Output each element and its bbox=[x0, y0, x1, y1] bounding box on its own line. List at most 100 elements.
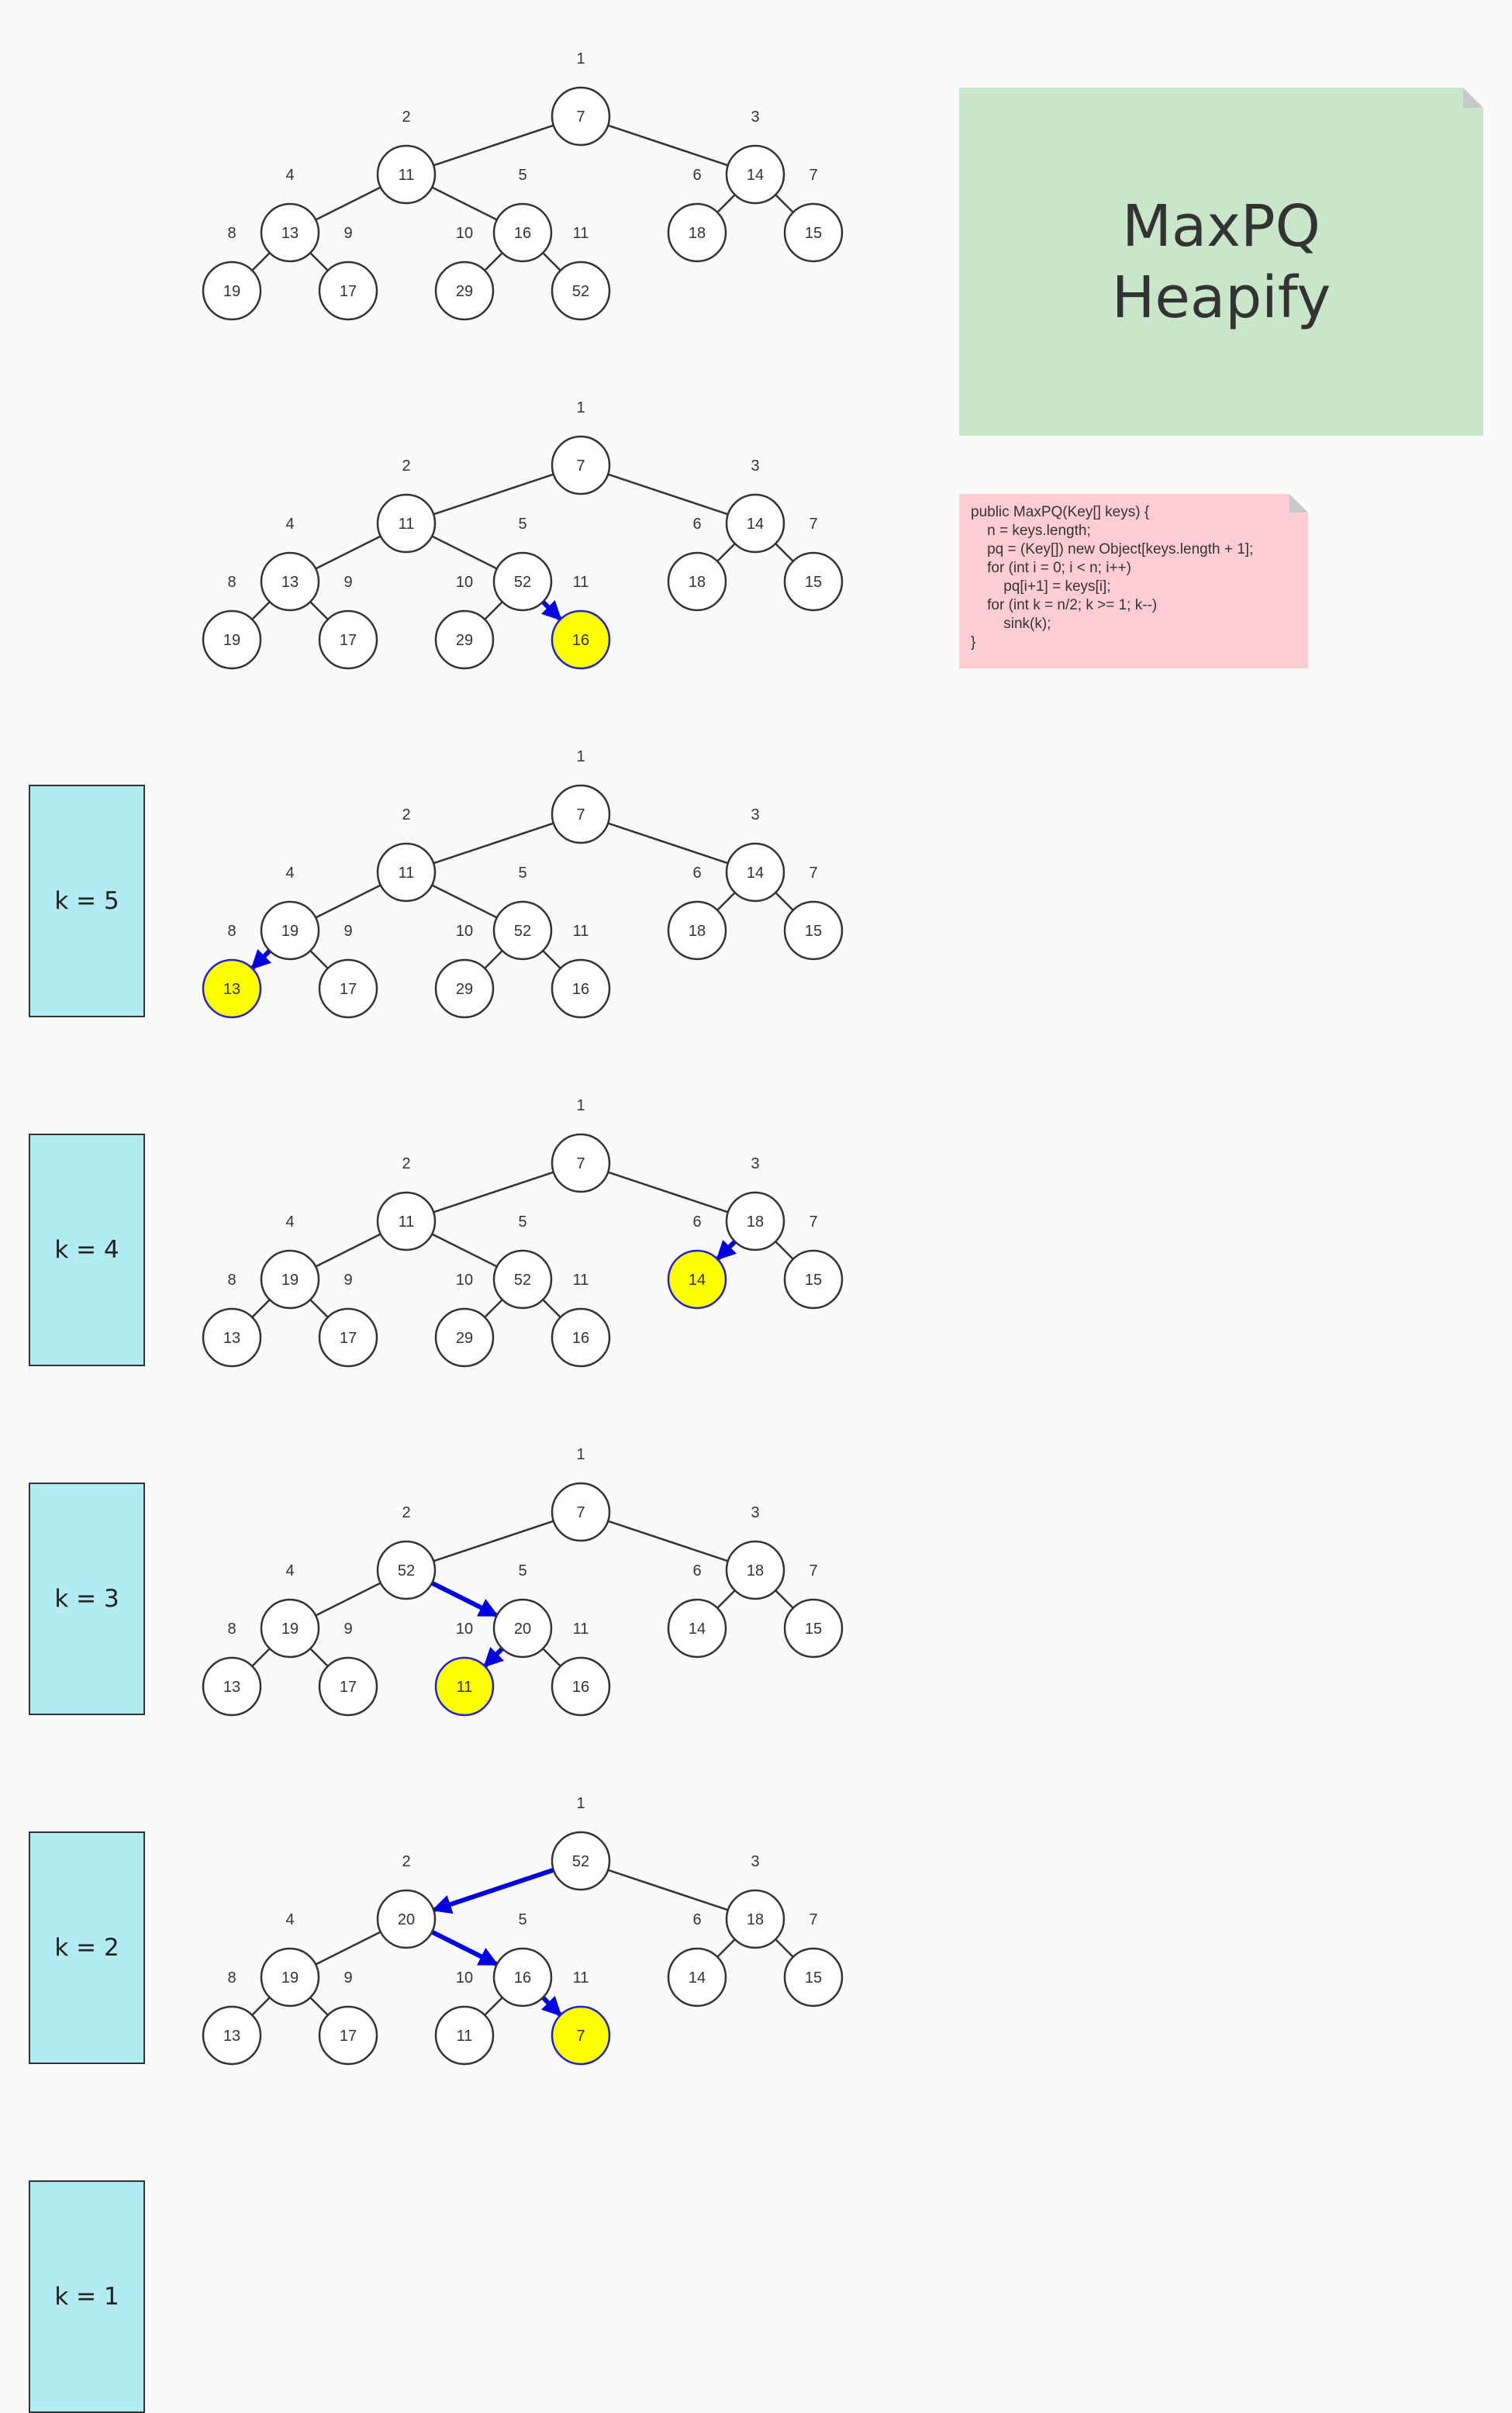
tree-edge bbox=[607, 473, 729, 516]
tree-edge bbox=[484, 1299, 503, 1318]
title-line-1: MaxPQ bbox=[1122, 192, 1320, 260]
index-label: 9 bbox=[343, 1621, 352, 1638]
index-label: 1 bbox=[576, 1097, 585, 1114]
node-value: 29 bbox=[456, 632, 473, 649]
index-label: 11 bbox=[573, 923, 589, 940]
heap-node bbox=[202, 609, 262, 670]
index-label: 4 bbox=[285, 1911, 294, 1928]
index-label: 11 bbox=[573, 1621, 589, 1638]
heap-node bbox=[260, 1598, 320, 1659]
index-label: 10 bbox=[456, 1621, 473, 1638]
swap-arrow bbox=[716, 1239, 737, 1261]
node-value: 29 bbox=[456, 981, 473, 998]
heap-node bbox=[260, 1249, 320, 1310]
tree-edge bbox=[251, 1648, 271, 1667]
highlighted-node bbox=[551, 609, 611, 670]
heap-node bbox=[783, 1249, 844, 1310]
index-label: 1 bbox=[576, 1446, 585, 1463]
node-value: 17 bbox=[340, 1330, 357, 1347]
tree-edge bbox=[309, 950, 329, 969]
heap-node bbox=[492, 1598, 553, 1659]
node-value: 15 bbox=[805, 1969, 822, 1987]
tree-edge bbox=[775, 1241, 794, 1260]
tree-edge bbox=[484, 950, 503, 969]
k-label-box: k = 1 bbox=[29, 2180, 145, 2413]
index-label: 2 bbox=[402, 457, 410, 475]
heap-node bbox=[667, 202, 727, 263]
heap-node bbox=[551, 261, 611, 321]
node-value: 19 bbox=[281, 1272, 299, 1289]
code-line: public MaxPQ(Key[] keys) { bbox=[971, 504, 1150, 520]
node-value: 20 bbox=[514, 1621, 531, 1638]
heap-node bbox=[551, 784, 611, 844]
tree-edge bbox=[433, 1171, 554, 1213]
index-label: 7 bbox=[809, 516, 817, 533]
node-value: 19 bbox=[281, 1969, 299, 1987]
index-label: 4 bbox=[285, 1562, 294, 1579]
tree-edge bbox=[484, 601, 503, 620]
heap-node bbox=[551, 1482, 611, 1542]
node-value: 17 bbox=[340, 2028, 357, 2045]
highlighted-node bbox=[202, 958, 262, 1019]
tree-edge bbox=[607, 822, 729, 865]
index-label: 6 bbox=[692, 516, 701, 533]
swap-arrow bbox=[483, 1646, 505, 1668]
heap-node bbox=[492, 202, 553, 263]
k-label-box: k = 3 bbox=[29, 1483, 145, 1715]
node-value: 20 bbox=[398, 1911, 415, 1928]
tree-edge bbox=[431, 884, 498, 919]
node-value: 13 bbox=[223, 1330, 240, 1347]
index-label: 10 bbox=[456, 574, 473, 591]
tree-edge bbox=[607, 124, 729, 167]
heap-node bbox=[667, 900, 727, 961]
heap-node bbox=[318, 609, 378, 670]
index-label: 11 bbox=[573, 574, 589, 591]
tree-edge bbox=[431, 1233, 498, 1268]
node-value: 15 bbox=[805, 923, 822, 940]
tree-edge bbox=[251, 601, 271, 620]
node-value: 16 bbox=[572, 632, 589, 649]
tree-edge bbox=[775, 1938, 794, 1958]
tree-edge bbox=[433, 473, 554, 516]
tree-edge bbox=[315, 1931, 381, 1966]
heap-node bbox=[551, 86, 611, 147]
node-value: 29 bbox=[456, 283, 473, 300]
node-value: 13 bbox=[281, 225, 299, 242]
node-value: 17 bbox=[340, 283, 357, 300]
tree-edge bbox=[315, 1582, 381, 1617]
heap-node bbox=[434, 1307, 495, 1368]
index-label: 5 bbox=[518, 167, 526, 184]
node-value: 7 bbox=[576, 1504, 585, 1521]
heap-node bbox=[376, 1889, 437, 1949]
heap-node bbox=[667, 1598, 727, 1659]
node-value: 19 bbox=[281, 923, 299, 940]
tree-edge bbox=[433, 124, 554, 167]
index-label: 11 bbox=[573, 225, 589, 242]
index-label: 1 bbox=[576, 748, 585, 765]
heap-node bbox=[260, 551, 320, 612]
index-label: 5 bbox=[518, 516, 526, 533]
tree-edge bbox=[542, 950, 561, 969]
heap-node bbox=[202, 261, 262, 321]
swap-arrow bbox=[430, 1929, 499, 1967]
tree-edge bbox=[251, 252, 271, 271]
index-label: 3 bbox=[751, 109, 759, 126]
tree-edge bbox=[716, 1938, 736, 1958]
index-label: 11 bbox=[573, 1969, 589, 1987]
node-value: 52 bbox=[572, 1853, 589, 1870]
highlighted-node bbox=[667, 1249, 727, 1310]
tree-edge bbox=[484, 252, 503, 271]
node-value: 15 bbox=[805, 1621, 822, 1638]
index-label: 9 bbox=[343, 923, 352, 940]
tree-edge bbox=[484, 1997, 503, 2016]
tree-edge bbox=[716, 1590, 736, 1609]
index-label: 4 bbox=[285, 516, 294, 533]
index-label: 5 bbox=[518, 865, 526, 882]
node-value: 19 bbox=[281, 1621, 299, 1638]
tree-edge bbox=[315, 1233, 381, 1268]
heap-node bbox=[725, 493, 785, 554]
